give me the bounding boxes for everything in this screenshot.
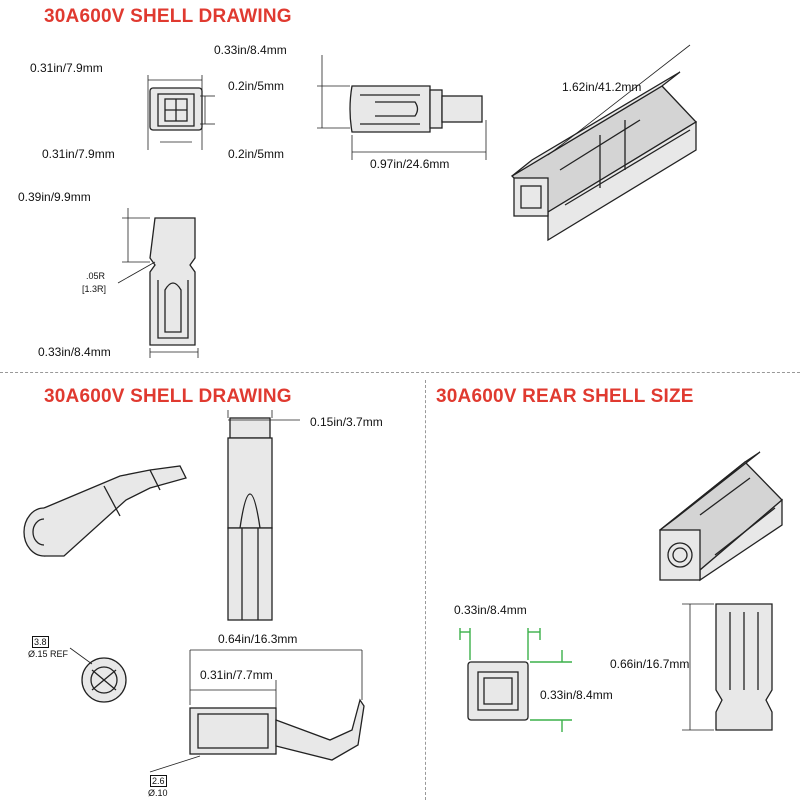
rear-shell-front-drawing bbox=[459, 628, 572, 732]
dim-ref-mm: 3.8 bbox=[32, 636, 49, 648]
dim-contact-length: 0.64in/16.3mm bbox=[218, 632, 298, 646]
dim-front-slot-bottom: 0.2in/5mm bbox=[228, 147, 285, 161]
title-shell-drawing-bottom: 30A600V SHELL DRAWING bbox=[44, 386, 292, 407]
contact-front-drawing bbox=[227, 410, 300, 621]
title-shell-drawing-top: 30A600V SHELL DRAWING bbox=[44, 6, 292, 27]
dim-pin-mm: 2.6 bbox=[150, 775, 167, 787]
dim-side-length: 0.97in/24.6mm bbox=[370, 157, 450, 171]
contact-iso-drawing bbox=[23, 465, 187, 557]
dim-front-width-bottom: 0.31in/7.9mm bbox=[42, 147, 115, 161]
front-view-drawing bbox=[147, 75, 215, 150]
isometric-view-drawing bbox=[510, 44, 698, 242]
dim-top-view-width: 0.33in/8.4mm bbox=[38, 345, 111, 359]
dim-top-view-offset: 0.39in/9.9mm bbox=[18, 190, 91, 204]
rear-shell-iso-drawing bbox=[659, 451, 783, 582]
dim-rear-height-sq: 0.33in/8.4mm bbox=[540, 688, 613, 702]
side-view-drawing bbox=[317, 55, 487, 160]
dim-barrel-length: 0.31in/7.7mm bbox=[200, 668, 273, 682]
dim-front-width-top: 0.31in/7.9mm bbox=[30, 61, 103, 75]
dim-rear-height: 0.66in/16.7mm bbox=[610, 657, 690, 671]
dim-side-height: 0.33in/8.4mm bbox=[214, 43, 287, 57]
dim-iso-length: 1.62in/41.2mm bbox=[562, 80, 642, 94]
section-divider-horizontal bbox=[0, 372, 800, 373]
dim-front-slot-top: 0.2in/5mm bbox=[228, 79, 285, 93]
dim-contact-width: 0.15in/3.7mm bbox=[310, 415, 383, 429]
contact-end-view-drawing bbox=[69, 647, 127, 703]
section-divider-vertical bbox=[425, 380, 426, 800]
title-rear-shell-size: 30A600V REAR SHELL SIZE bbox=[436, 386, 694, 407]
dim-rear-width: 0.33in/8.4mm bbox=[454, 603, 527, 617]
top-view-drawing bbox=[117, 208, 199, 358]
rear-shell-side-drawing bbox=[682, 603, 773, 731]
dim-radius-mm: [1.3R] bbox=[82, 284, 107, 294]
dim-radius: .05R bbox=[86, 271, 106, 281]
dim-pin-in: Ø.10 bbox=[148, 788, 168, 798]
contact-side-view-drawing bbox=[149, 649, 365, 773]
dim-ref-in: Ø.15 REF bbox=[28, 649, 69, 659]
